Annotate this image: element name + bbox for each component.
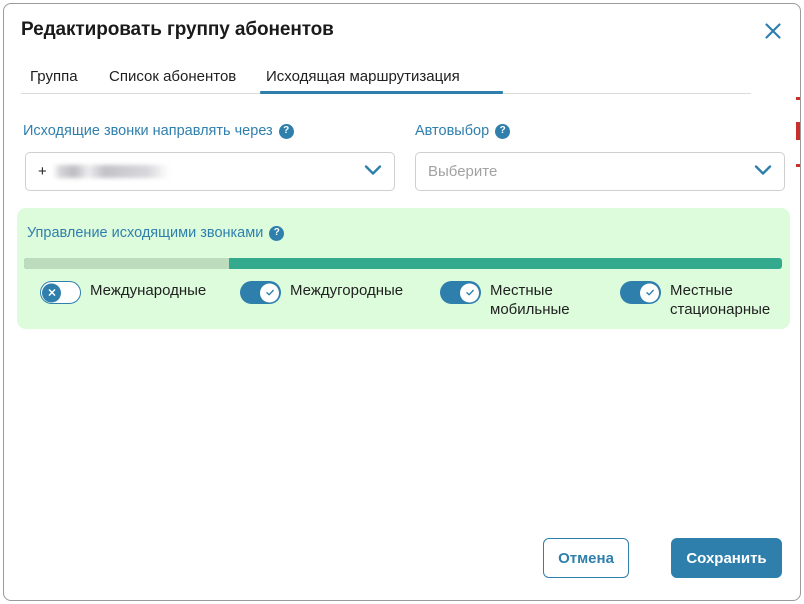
toggle-knob	[460, 283, 479, 302]
autoselect-field-label-text: Автовыбор	[415, 123, 490, 139]
cancel-button[interactable]: Отмена	[543, 538, 629, 578]
tab-subscriber-list[interactable]: Список абонентов	[109, 68, 236, 94]
cross-icon	[48, 289, 55, 296]
close-glyph	[765, 23, 781, 39]
panel-title: Управление исходящими звонками ?	[27, 225, 285, 241]
check-icon	[465, 289, 474, 296]
dialog-title: Редактировать группу абонентов	[21, 19, 334, 40]
check-icon	[265, 289, 274, 296]
dialog-header: Редактировать группу абонентов	[4, 4, 800, 56]
toggle-switch-on[interactable]	[240, 281, 281, 304]
tab-group[interactable]: Группа	[30, 68, 78, 94]
autoselect-placeholder: Выберите	[428, 163, 498, 180]
check-icon	[645, 289, 654, 296]
toggle-label: Местные стационарные	[670, 282, 771, 318]
toggle-label: Международные	[90, 282, 207, 299]
help-icon[interactable]: ?	[495, 123, 511, 139]
toggle-international[interactable]: Международные	[40, 280, 206, 304]
toggle-local-mobile[interactable]: Местные мобильные	[440, 280, 610, 319]
route-field-label: Исходящие звонки направлять через ?	[23, 123, 294, 139]
toggle-switch-on[interactable]	[620, 281, 661, 304]
call-allowance-meter-used	[24, 258, 229, 269]
help-icon[interactable]: ?	[278, 123, 294, 139]
route-select-value: +	[38, 163, 171, 180]
close-icon[interactable]	[758, 16, 788, 46]
toggle-switch-off[interactable]	[40, 281, 81, 304]
outgoing-calls-control-panel: Управление исходящими звонками ? Междуна…	[17, 208, 790, 329]
help-icon[interactable]: ?	[269, 225, 285, 241]
toggle-knob	[42, 283, 61, 302]
call-type-toggle-group: Международные Междугородные	[24, 280, 783, 326]
chevron-down-icon	[754, 163, 772, 181]
toggle-long-distance[interactable]: Междугородные	[240, 280, 403, 304]
save-button[interactable]: Сохранить	[671, 538, 782, 578]
route-field-label-text: Исходящие звонки направлять через	[23, 123, 273, 139]
toggle-knob	[260, 283, 279, 302]
toggle-switch-on[interactable]	[440, 281, 481, 304]
toggle-label: Местные мобильные	[490, 282, 570, 318]
autoselect-field-label: Автовыбор ?	[415, 123, 511, 139]
redacted-phone-number	[52, 165, 171, 178]
chevron-down-icon	[364, 163, 382, 181]
dialog-footer: Отмена Сохранить	[4, 516, 800, 600]
toggle-label: Междугородные	[290, 282, 404, 299]
toggle-local-landline[interactable]: Местные стационарные	[620, 280, 783, 319]
call-allowance-meter	[24, 258, 782, 269]
scroll-marker	[796, 164, 800, 167]
tab-bar: Группа Список абонентов Исходящая маршру…	[21, 61, 783, 94]
scroll-marker	[796, 122, 800, 140]
autoselect-select[interactable]: Выберите	[415, 152, 785, 191]
tab-outgoing-routing[interactable]: Исходящая маршрутизация	[266, 68, 460, 94]
tab-active-indicator	[260, 91, 503, 94]
route-select-value-prefix: +	[38, 163, 47, 180]
scroll-marker	[796, 97, 800, 100]
edit-subscriber-group-dialog: Редактировать группу абонентов Группа Сп…	[3, 3, 801, 601]
panel-title-text: Управление исходящими звонками	[27, 225, 264, 241]
route-select[interactable]: +	[25, 152, 395, 191]
toggle-knob	[640, 283, 659, 302]
